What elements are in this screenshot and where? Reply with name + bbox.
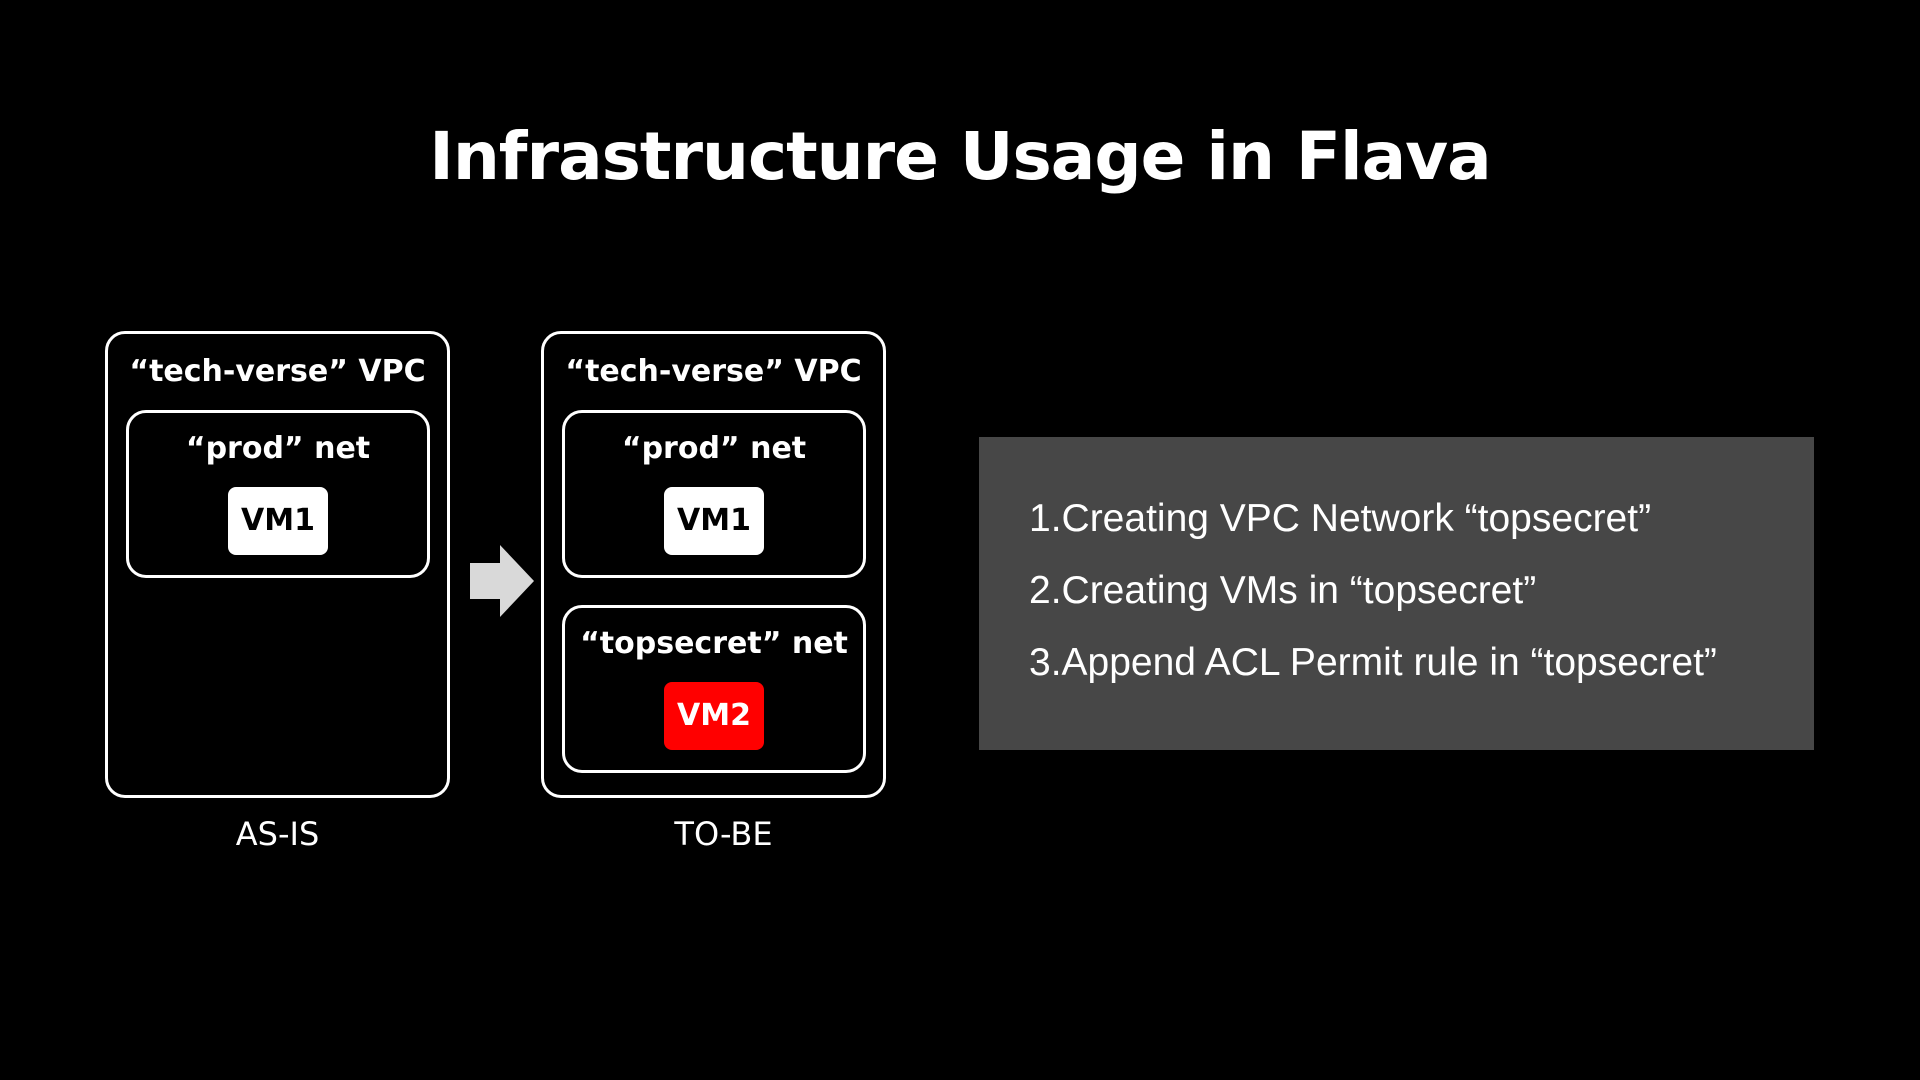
step-number: 3.: [1029, 641, 1062, 684]
to-be-caption: TO-BE: [674, 815, 773, 853]
as-is-caption: AS-IS: [235, 815, 320, 853]
as-is-vpc-box: “tech-verse” VPC “prod” net VM1: [105, 331, 450, 798]
to-be-prod-net-box: “prod” net VM1: [562, 410, 866, 578]
step-item: 3.Append ACL Permit rule in “topsecret”: [1029, 627, 1717, 699]
step-text: Creating VPC Network “topsecret”: [1061, 497, 1652, 540]
steps-list: 1.Creating VPC Network “topsecret” 2.Cre…: [1029, 483, 1717, 699]
step-text: Append ACL Permit rule in “topsecret”: [1061, 641, 1717, 684]
step-number: 2.: [1029, 569, 1062, 612]
to-be-prod-net-label: “prod” net: [621, 431, 807, 466]
step-item: 2.Creating VMs in “topsecret”: [1029, 555, 1717, 627]
to-be-topsecret-net-box: “topsecret” net VM2: [562, 605, 866, 773]
as-is-prod-net-box: “prod” net VM1: [126, 410, 430, 578]
as-is-vm1-badge: VM1: [228, 487, 328, 555]
as-is-vpc-label: “tech-verse” VPC: [129, 354, 426, 389]
steps-panel: 1.Creating VPC Network “topsecret” 2.Cre…: [979, 437, 1814, 750]
to-be-vm2-badge: VM2: [664, 682, 764, 750]
to-be-vpc-box: “tech-verse” VPC “prod” net VM1 “topsecr…: [541, 331, 886, 798]
step-item: 1.Creating VPC Network “topsecret”: [1029, 483, 1717, 555]
right-arrow-icon: [470, 545, 534, 617]
step-number: 1.: [1029, 497, 1062, 540]
to-be-vpc-label: “tech-verse” VPC: [565, 354, 862, 389]
step-text: Creating VMs in “topsecret”: [1061, 569, 1537, 612]
to-be-topsecret-net-label: “topsecret” net: [580, 626, 848, 661]
as-is-prod-net-label: “prod” net: [185, 431, 371, 466]
to-be-vm1-badge: VM1: [664, 487, 764, 555]
slide-title: Infrastructure Usage in Flava: [429, 118, 1491, 195]
